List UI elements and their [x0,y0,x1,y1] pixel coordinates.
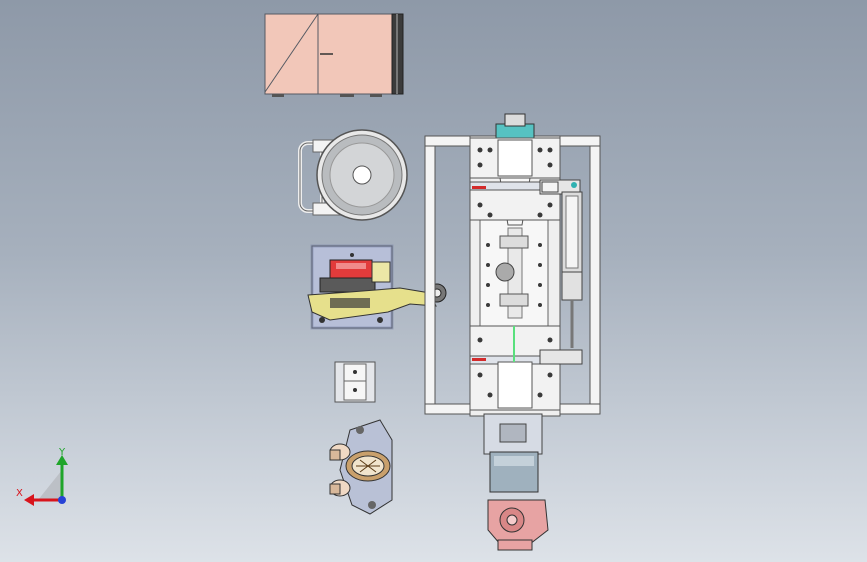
small-bracket[interactable] [334,361,376,403]
z-axis-dot [58,496,66,504]
y-axis-arrowhead [56,455,68,465]
x-axis-arrowhead [24,494,34,506]
cutting-disc[interactable] [298,129,408,221]
spindle-motor-head[interactable] [329,419,393,515]
drive-motor[interactable] [483,413,549,551]
electrical-box[interactable] [264,13,404,97]
axis-triad: Y X [16,447,68,506]
x-axis-label: X [16,488,23,499]
triad-plane [38,470,62,500]
y-axis-label: Y [58,447,66,458]
pneumatic-cylinder[interactable] [539,179,583,365]
main-frame[interactable] [424,113,601,417]
